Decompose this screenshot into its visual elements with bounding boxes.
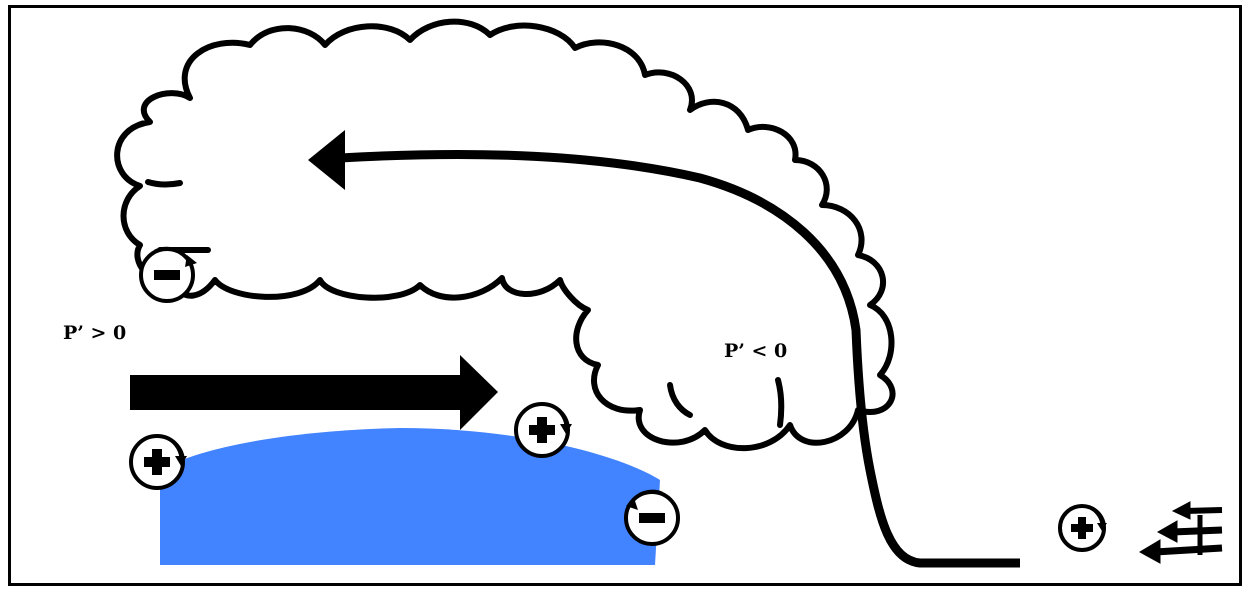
rear-inflow-arrow <box>130 355 498 430</box>
cold-pool <box>160 428 660 565</box>
vorticity-positive-icon <box>1058 504 1107 552</box>
pressure-high-label: P’ > 0 <box>63 322 127 344</box>
vorticity-negative-icon <box>139 246 197 303</box>
vorticity-negative-icon <box>624 489 680 546</box>
vorticity-positive-icon <box>129 434 187 490</box>
storm-cloud <box>114 18 896 452</box>
updraft-flow <box>308 130 1020 568</box>
pressure-low-label: P’ < 0 <box>724 340 788 362</box>
low-level-wind-shear-arrows-icon <box>1138 501 1223 564</box>
vorticity-positive-icon <box>514 402 572 458</box>
updraft-arrowhead <box>308 130 345 190</box>
